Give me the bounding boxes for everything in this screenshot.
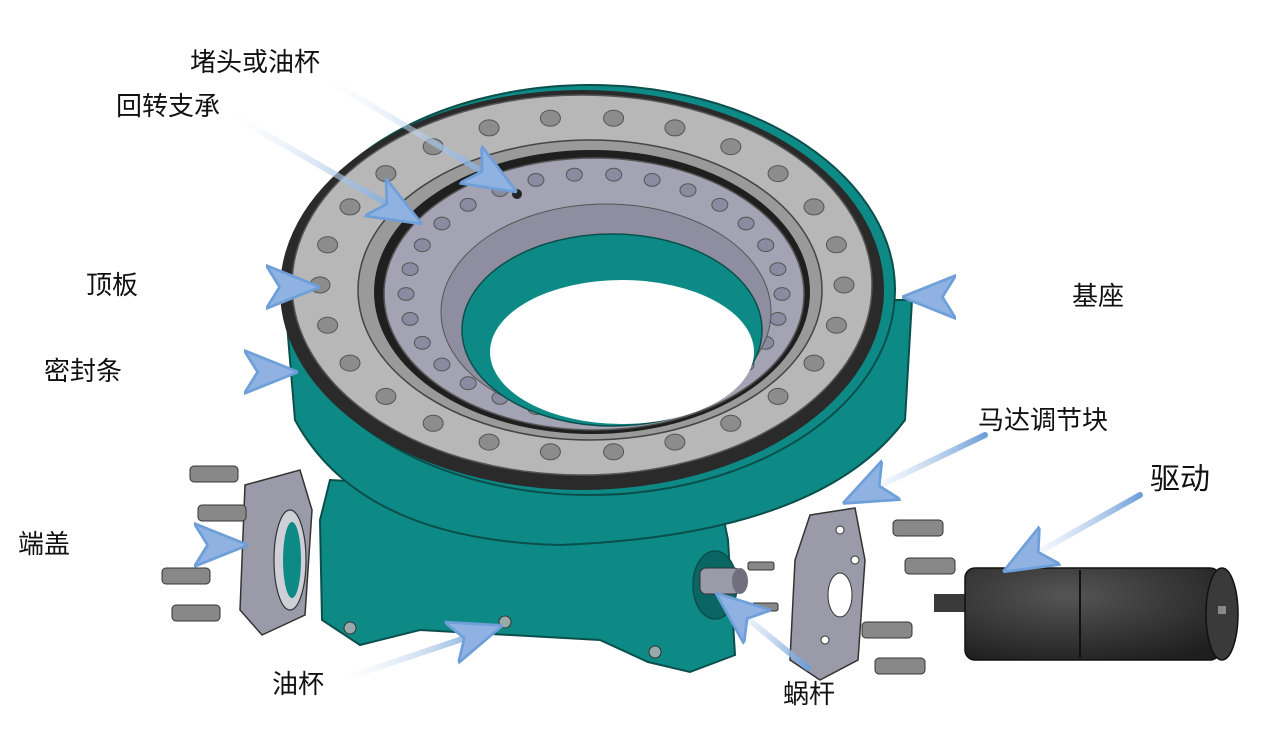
bolt-hole (339, 354, 361, 372)
bolt-hole (833, 276, 855, 294)
bolt-hole (769, 262, 787, 277)
adjust-block-bolts (861, 519, 956, 675)
bolt-hole (478, 433, 500, 451)
label-base: 基座 (1072, 282, 1125, 312)
top-plate-bolt-holes (309, 109, 855, 461)
bolt-hole (679, 183, 697, 198)
bolt-hole (539, 109, 561, 127)
bolt-hole (317, 316, 339, 334)
drive-motor (934, 567, 1239, 661)
bolt-hole (375, 165, 397, 183)
bolt-hole (413, 335, 431, 350)
bolt-hole (803, 198, 825, 216)
small-screws (747, 561, 779, 612)
bolt-hole (757, 238, 775, 253)
bolt-hole (664, 119, 686, 137)
bolt-hole (339, 198, 361, 216)
arrow-motor-adjust-block (850, 432, 988, 500)
label-end-cover: 端盖 (18, 530, 71, 560)
bolt-hole (565, 167, 583, 182)
end-cover-bolts (161, 465, 247, 622)
bolt-hole (478, 119, 500, 137)
bolt-hole (767, 387, 789, 405)
label-drive: 驱动 (1150, 462, 1210, 497)
bolt-hole (539, 443, 561, 461)
label-oil-cup: 油杯 (272, 670, 325, 700)
bolt-hole (603, 109, 625, 127)
bolt-hole (825, 316, 847, 334)
bolt-hole (767, 165, 789, 183)
label-worm: 蜗杆 (783, 680, 836, 710)
bolt-hole (711, 197, 729, 212)
bolt-hole (413, 238, 431, 253)
bolt-hole (769, 312, 787, 326)
bolt-hole (605, 167, 623, 182)
bolt-hole (317, 236, 339, 254)
end-cover (239, 469, 313, 636)
bolt-hole (433, 216, 451, 231)
bolt-hole (720, 414, 742, 432)
label-motor-adjust-block: 马达调节块 (978, 406, 1109, 436)
bolt-hole (459, 376, 477, 391)
bolt-hole (720, 138, 742, 156)
label-plug-or-oil-cup: 堵头或油杯 (190, 48, 321, 78)
bolt-hole (397, 287, 415, 301)
bolt-hole (603, 443, 625, 461)
arrow-plug-or-oil-cup (325, 77, 510, 188)
worm-shaft (699, 567, 748, 595)
arrow-worm (722, 598, 811, 671)
bolt-hole (401, 312, 419, 326)
arrow-oil-cup (337, 628, 495, 683)
motor-adjustment-block (789, 507, 866, 681)
bolt-hole (422, 414, 444, 432)
bolt-hole (643, 173, 661, 187)
bolt-hole (773, 287, 791, 301)
bolt-hole (375, 387, 397, 405)
bolt-hole (401, 262, 419, 277)
bolt-hole (825, 236, 847, 254)
plug-hole (512, 189, 522, 199)
bolt-hole (664, 433, 686, 451)
label-top-plate: 顶板 (86, 271, 139, 301)
bolt-hole (803, 354, 825, 372)
leader-arrows (85, 77, 1143, 683)
arrow-slewing-bearing (229, 112, 415, 220)
bolt-hole (433, 357, 451, 372)
arrow-drive (1010, 492, 1143, 568)
label-seal-strip: 密封条 (44, 357, 123, 387)
bolt-hole (527, 173, 545, 187)
bolt-hole (737, 216, 755, 231)
bolt-hole (459, 197, 477, 212)
label-slewing-bearing: 回转支承 (116, 92, 221, 122)
